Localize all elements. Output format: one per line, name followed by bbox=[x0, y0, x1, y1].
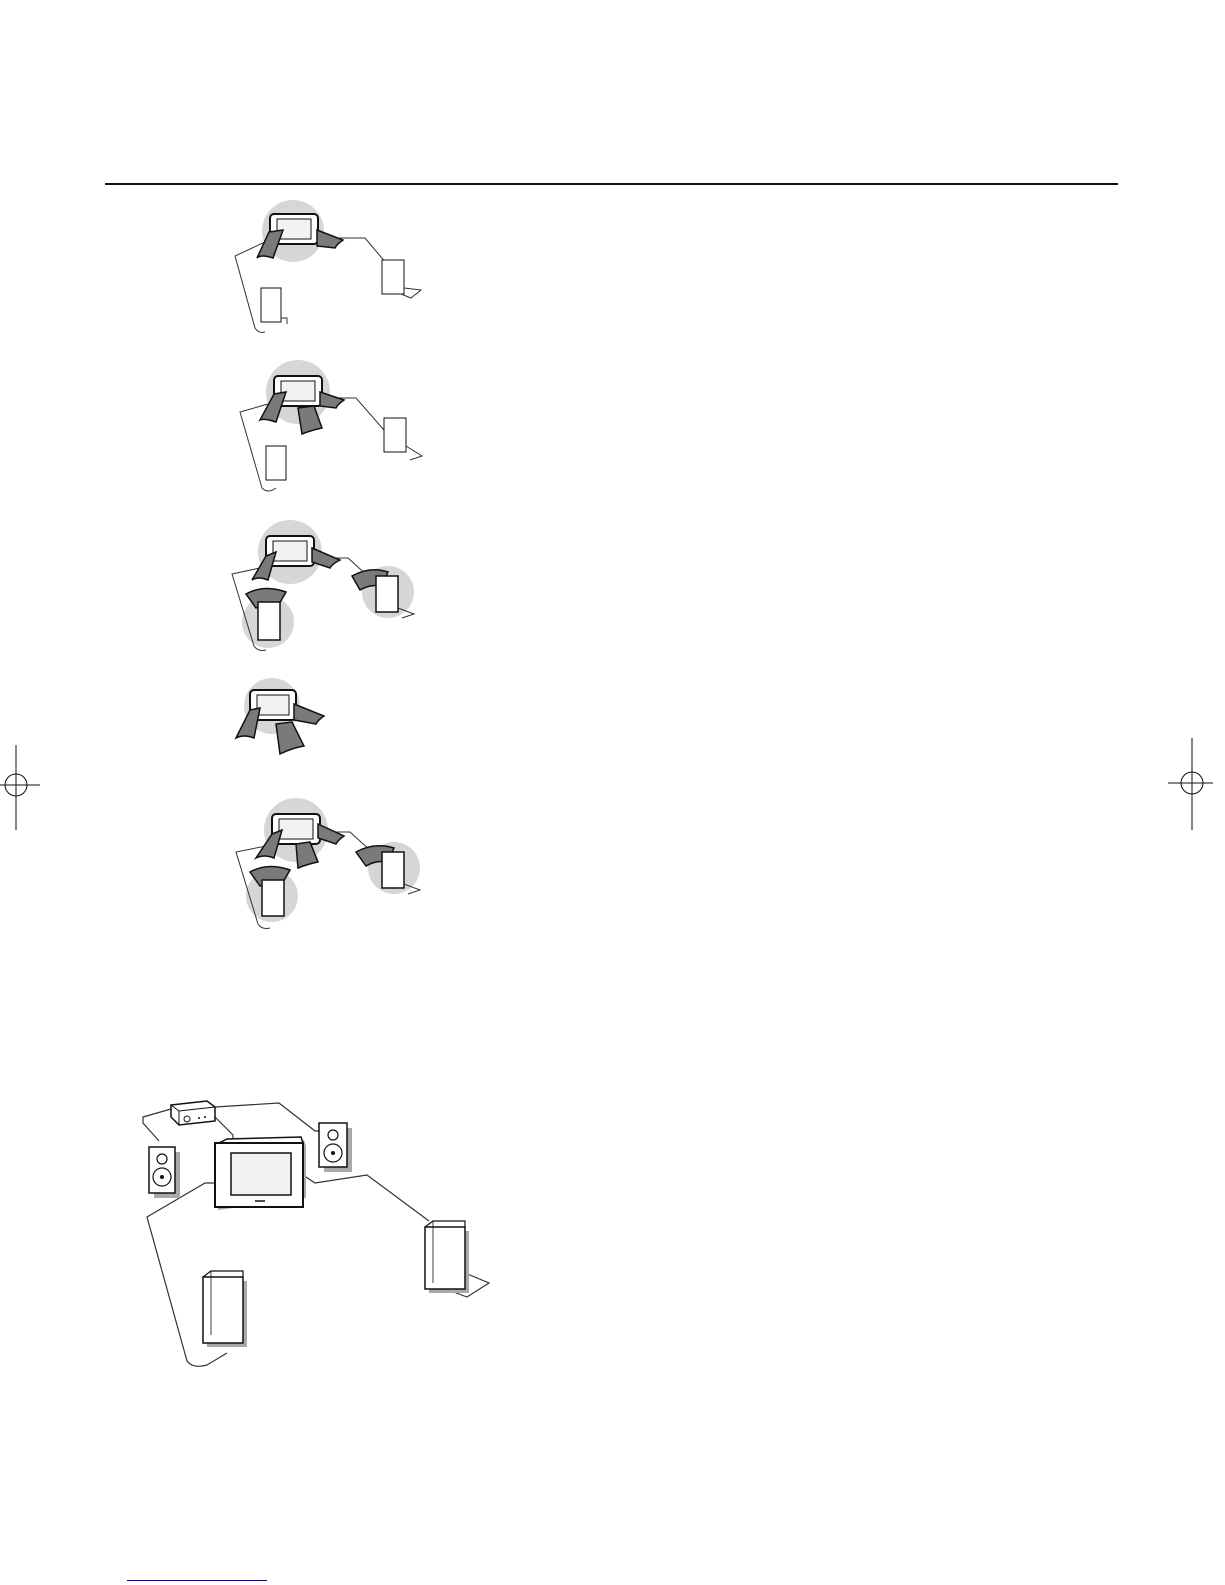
rear-speaker-right-active-icon bbox=[382, 852, 404, 888]
front-hifi-speaker-left-icon bbox=[149, 1147, 180, 1198]
tv-icon bbox=[215, 1137, 306, 1210]
rear-speaker-right-icon bbox=[384, 418, 422, 460]
system-connection-diagram bbox=[135, 1095, 500, 1375]
rear-speaker-right-icon bbox=[382, 260, 421, 298]
speaker-diagram-1 bbox=[225, 198, 435, 343]
center-speaker-cone-icon bbox=[276, 722, 304, 754]
speaker-diagram-3 bbox=[228, 518, 428, 663]
front-hifi-speaker-right-icon bbox=[319, 1123, 352, 1172]
front-speaker-cone-right-icon bbox=[317, 230, 343, 248]
speaker-diagram-5 bbox=[232, 796, 432, 936]
header-rule bbox=[105, 183, 1118, 185]
registration-mark-right-icon bbox=[1168, 738, 1213, 835]
rear-speaker-right-active-icon bbox=[376, 576, 398, 612]
registration-mark-left-icon bbox=[0, 745, 40, 835]
rear-speaker-left-active-icon bbox=[262, 880, 284, 916]
speaker-diagram-4 bbox=[232, 676, 342, 761]
footer-link-underline bbox=[127, 1580, 267, 1581]
speaker-diagram-2 bbox=[232, 358, 432, 498]
front-speaker-cone-right-icon bbox=[320, 392, 344, 408]
rear-speaker-left-icon bbox=[266, 446, 286, 480]
amplifier-icon bbox=[171, 1101, 215, 1125]
rear-speaker-left-icon bbox=[261, 288, 287, 324]
front-speaker-cone-left-icon bbox=[236, 708, 260, 738]
front-speaker-cone-right-icon bbox=[294, 704, 324, 724]
rear-speaker-right-icon bbox=[425, 1221, 469, 1293]
rear-speaker-left-icon bbox=[203, 1271, 247, 1347]
rear-speaker-left-active-icon bbox=[258, 602, 280, 640]
